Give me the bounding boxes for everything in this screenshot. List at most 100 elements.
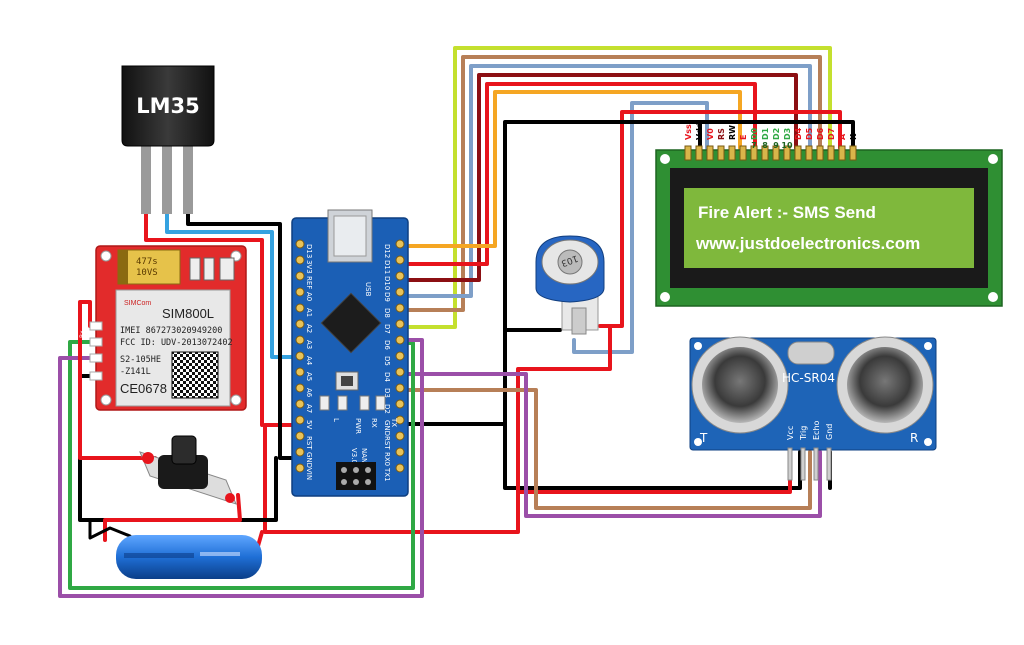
nano-pin-right-label: GND: [383, 420, 391, 436]
wire-lime-lcd-d7: [402, 46, 832, 329]
hc-pin-label: Gnd: [825, 424, 834, 440]
nano-pin-right-d7: [395, 319, 405, 329]
nano-pin-left-5v: [295, 415, 305, 425]
nano-pin-right-label: D2: [383, 404, 391, 414]
wire-red-hc-vcc: [263, 324, 612, 534]
nano-pin-right-label: D8: [383, 308, 391, 318]
lcd-pin-label: RS: [717, 128, 726, 140]
hc-pin-trig: [800, 447, 806, 481]
nano-pin-right-label: D4: [383, 372, 391, 382]
nano-pin-left-label: VIN: [305, 468, 313, 480]
lcd-pin-label: Vdd: [695, 122, 704, 140]
hc-right-label: R: [910, 431, 918, 445]
hc-pin-label: Echo: [812, 420, 821, 440]
nano-pin-right-label: D9: [383, 292, 391, 302]
nano-pin-left-label: A3: [305, 340, 313, 349]
sim-rx-label: Rx: [79, 330, 86, 338]
hc-pin-label: Vcc: [786, 426, 795, 440]
nano-pin-right-d5: [395, 351, 405, 361]
nano-pin-left-a7: [295, 399, 305, 409]
arduino-nano: USB V3.0 NANO D133V3REFA0A1A2A3A4A5A6A75…: [291, 209, 409, 497]
sim-imei: IMEI 867273020949200: [120, 326, 222, 336]
wire-steel-lcd-d5: [402, 64, 812, 298]
lcd-pin-label: D7: [827, 128, 836, 140]
lm35-label: LM35: [136, 94, 200, 118]
nano-pin-left-gnd: [295, 447, 305, 457]
nano-pin-left-a4: [295, 351, 305, 361]
sim-brand: SIMCom: [124, 300, 151, 307]
nano-pin-right-label: D11: [383, 260, 391, 274]
wire-black-gsm-gnd: [78, 374, 278, 522]
wire-green-gsm-rx: [68, 340, 415, 590]
lcd-pin-label: RW: [728, 125, 737, 140]
lcd-pin-label: D1: [761, 127, 770, 140]
nano-pin-right-label: D10: [383, 276, 391, 290]
nano-pin-left-label: REF: [305, 276, 313, 289]
push-switch: [139, 435, 237, 505]
hc-pin-echo: [813, 447, 819, 481]
lcd-pin-label: K: [849, 133, 858, 140]
lcd-pin-vss: [684, 145, 692, 161]
lcd-pin-vdd: [695, 145, 703, 161]
nano-pin-left-a2: [295, 319, 305, 329]
nano-pin-right-d2: [395, 399, 405, 409]
lcd-pin-label: D6: [816, 127, 825, 140]
nano-pin-left-a0: [295, 287, 305, 297]
nano-pin-right-label: D6: [383, 340, 391, 350]
nano-pin-right-label: D5: [383, 356, 391, 366]
lcd-pin-d2: [772, 145, 780, 161]
lcd-line-2: www.justdoelectronics.com: [695, 234, 920, 253]
nano-pin-left-label: A7: [305, 404, 313, 413]
lcd-pin-number: 7: [751, 141, 757, 150]
nano-model: NANO: [360, 448, 368, 469]
wire-darkred-lcd-d4: [402, 73, 798, 282]
nano-pin-left-a3: [295, 335, 305, 345]
nano-pin-left-a6: [295, 383, 305, 393]
nano-version: V3.0: [350, 448, 358, 464]
nano-pin-right-d8: [395, 303, 405, 313]
lm35-sensor: LM35: [121, 65, 215, 214]
nano-pin-right-rst: [395, 431, 405, 441]
nano-pin-right-label: D7: [383, 324, 391, 334]
nano-pin-left-rst: [295, 431, 305, 441]
nano-pin-right-gnd: [395, 415, 405, 425]
wire-black-gnd-bus: [503, 120, 802, 490]
nano-pin-left-label: D13: [305, 244, 313, 258]
lcd-pin-number: 8: [762, 141, 768, 150]
nano-pin-right-label: RX0: [383, 452, 391, 466]
lcd-pin-label: D4: [794, 127, 803, 140]
lcd-pin-d0: [750, 145, 758, 161]
nano-pin-right-d10: [395, 271, 405, 281]
nano-led-label: PWR: [354, 418, 362, 434]
nano-usb-label: USB: [364, 282, 372, 297]
nano-pin-right-label: TX1: [383, 467, 391, 482]
wire-red-lm35-vcc: [144, 208, 264, 427]
nano-pin-left-ref: [295, 271, 305, 281]
potentiometer: 103: [535, 235, 605, 335]
hc-left-label: T: [699, 431, 708, 445]
wire-red-bat-pos: [256, 530, 264, 548]
lcd-16x2: Fire Alert :- SMS Send www.justdoelectro…: [655, 122, 1003, 307]
nano-pin-left-a1: [295, 303, 305, 313]
wire-black-bat-gnd: [88, 518, 132, 540]
nano-pin-right-d3: [395, 383, 405, 393]
lcd-pin-number: 10: [781, 141, 793, 150]
wire-purple-gsm-tx: [58, 338, 424, 598]
nano-pin-right-label: D3: [383, 388, 391, 398]
wire-purple-hc-echo: [402, 372, 822, 518]
wire-brown-hc-trig: [402, 388, 812, 510]
nano-pin-left-label: A2: [305, 324, 313, 333]
lcd-pin-d1: [761, 145, 769, 161]
nano-led-label: L: [332, 418, 340, 422]
lcd-pin-rw: [728, 145, 736, 161]
lcd-pin-k: [849, 145, 857, 161]
nano-pin-left-d13: [295, 239, 305, 249]
nano-led-label: TX: [390, 417, 398, 427]
